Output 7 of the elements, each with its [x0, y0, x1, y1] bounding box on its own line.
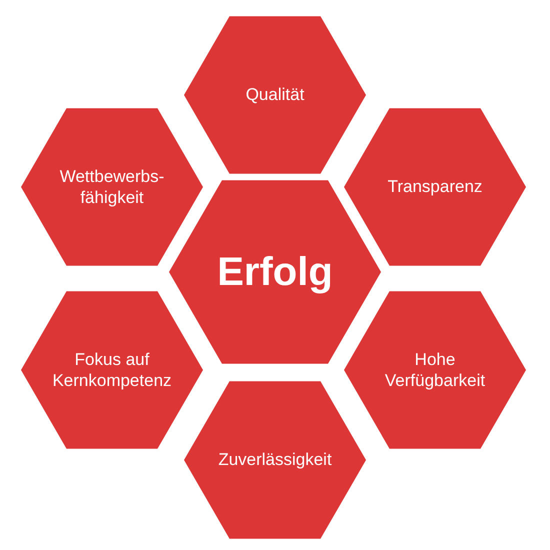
hexagon-label: Hohe Verfügbarkeit [384, 348, 486, 392]
hexagon-label: Erfolg [217, 248, 333, 296]
hexagon-label: Qualität [246, 84, 304, 106]
hexagon-label: Wettbewerbs- fähigkeit [58, 166, 166, 208]
hexagon-label: Transparenz [388, 176, 482, 198]
hexagon-label: Fokus auf Kernkompetenz [51, 348, 173, 392]
hexagon-label: Zuverlässigkeit [218, 449, 332, 471]
